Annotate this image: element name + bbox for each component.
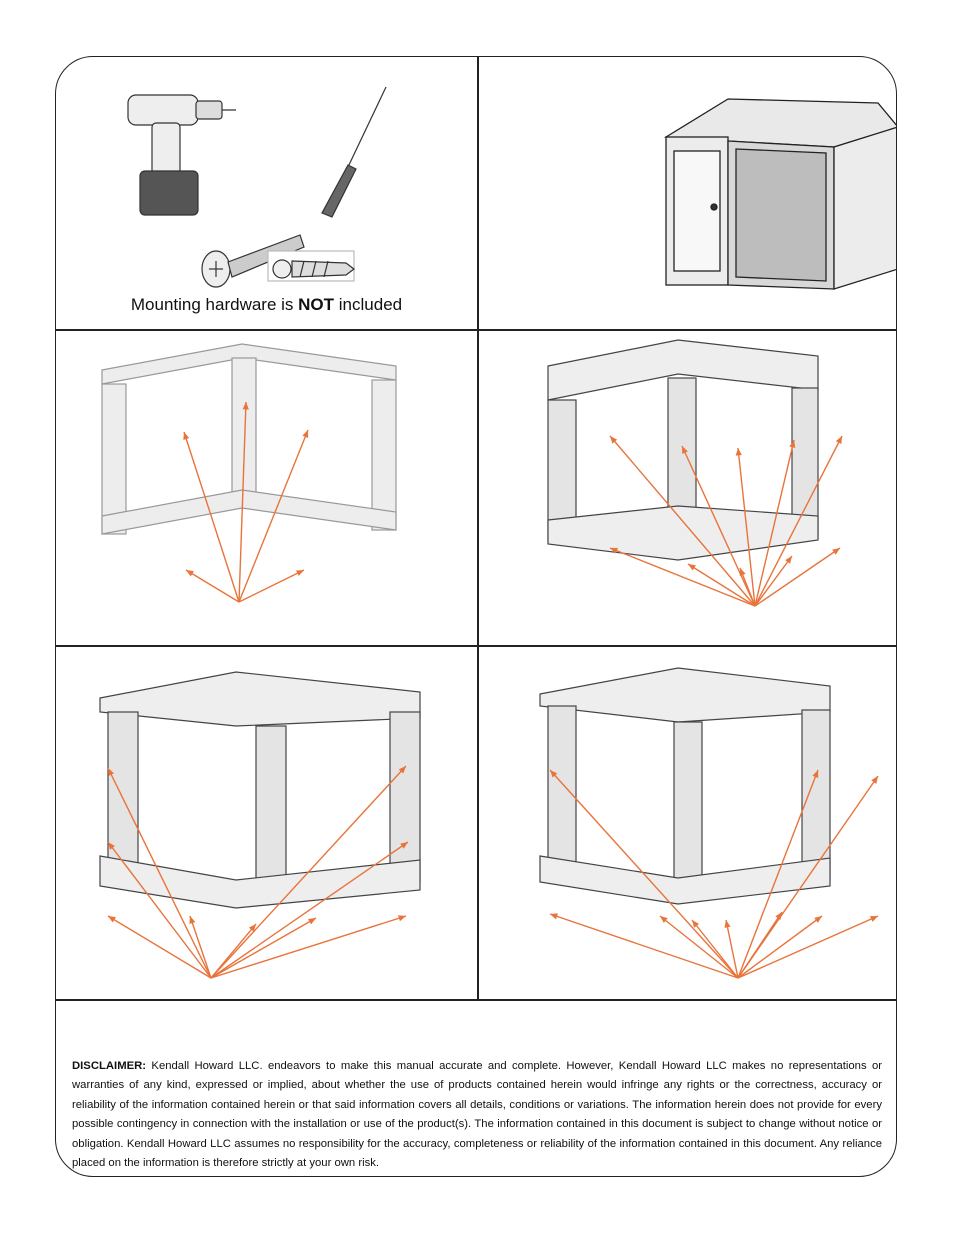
pointer-arrowhead [550, 770, 558, 778]
panel-frame-parts [56, 330, 477, 645]
disclaimer-text: DISCLAIMER: Kendall Howard LLC. endeavor… [72, 1060, 882, 1170]
panel-assembly-left [56, 646, 477, 999]
pointer-arrow [737, 769, 819, 979]
pointer-arrow [609, 435, 756, 607]
pointer-arrow [549, 913, 739, 979]
pointer-arrow [183, 431, 240, 603]
pointer-arrow [659, 915, 739, 979]
pointer-arrowhead [692, 920, 700, 928]
pointer-arrow [609, 547, 756, 607]
assembly-step2-illustration [99, 671, 421, 979]
pointer-arrowhead [682, 446, 688, 454]
page-frame: Mounting hardware is NOT included [55, 56, 897, 1177]
pointer-arrow [107, 915, 212, 979]
pointer-arrowhead [186, 570, 194, 577]
pointer-arrowhead [610, 547, 618, 554]
hardware-caption: Mounting hardware is NOT included [130, 295, 403, 314]
pointer-arrow [107, 841, 212, 979]
pointer-arrowhead [871, 776, 878, 784]
wall-anchor-icon [267, 250, 355, 282]
pointer-arrowhead [814, 916, 822, 923]
pointer-arrow [754, 439, 795, 607]
pointer-arrowhead [108, 842, 115, 850]
pointer-arrowhead [688, 564, 696, 571]
pointer-arrow [185, 569, 240, 603]
pointer-arrow [754, 555, 793, 607]
pointer-arrow [238, 429, 309, 603]
pointer-arrow [725, 919, 739, 979]
pointer-arrow [754, 547, 841, 607]
pointer-arrow [737, 447, 756, 607]
pointer-arrow [238, 401, 247, 603]
pointer-arrowhead [400, 842, 408, 849]
drill-icon [127, 94, 236, 216]
pointer-arrowhead [550, 913, 558, 920]
pointer-arrowhead [835, 436, 842, 444]
pointer-arrowhead [108, 768, 115, 776]
frame-parts-illustration [101, 343, 397, 603]
pointer-arrow [549, 769, 739, 979]
panel-assembly-top [478, 330, 896, 645]
pointer-arrow [687, 563, 756, 607]
pointer-arrow [754, 435, 843, 607]
pointer-arrowhead [832, 548, 840, 555]
pointer-arrow [210, 841, 409, 979]
divider-row3 [56, 999, 896, 1001]
pointer-arrow [737, 915, 823, 979]
pointer-arrowhead [785, 556, 792, 564]
divider-vertical [477, 57, 479, 1000]
pointer-arrow [210, 923, 257, 979]
panel-cabinet [478, 57, 896, 329]
pointer-arrowhead [735, 448, 742, 456]
tools-illustration [127, 86, 387, 288]
pointer-arrow [737, 775, 879, 979]
panel-tools: Mounting hardware is NOT included [56, 57, 477, 329]
assembly-step1-illustration [547, 339, 843, 607]
pointer-arrowhead [398, 766, 406, 774]
assembly-step3-illustration [539, 667, 879, 979]
pointer-arrowhead [296, 570, 304, 577]
pointer-arrow [189, 915, 212, 979]
divider-row2 [56, 645, 896, 647]
pointer-arrowhead [660, 916, 668, 924]
pointer-arrow [681, 445, 756, 607]
pointer-arrowhead [189, 916, 196, 924]
pointer-arrowhead [248, 924, 256, 932]
pointer-arrowhead [308, 918, 316, 925]
panel-assembly-right [478, 646, 896, 999]
pointer-arrowhead [183, 432, 190, 440]
pointer-arrowhead [724, 920, 731, 928]
pointer-arrow [210, 765, 407, 979]
pointer-arrowhead [398, 915, 406, 922]
pointer-arrowhead [108, 916, 116, 923]
pointer-arrow [238, 569, 305, 603]
pointer-arrowhead [610, 436, 618, 444]
pointer-arrow [691, 919, 739, 979]
divider-row1 [56, 329, 896, 331]
cabinet-illustration [663, 98, 896, 290]
pointer-arrowhead [812, 770, 819, 778]
pointer-arrow [210, 917, 317, 979]
pointer-arrow [737, 915, 879, 979]
screwdriver-icon [321, 86, 387, 218]
screw-icon [201, 234, 305, 288]
pointer-arrow [210, 915, 407, 979]
pointer-arrowhead [789, 440, 796, 448]
pointer-arrowhead [242, 402, 249, 410]
pointer-arrowhead [870, 916, 878, 922]
pointer-arrowhead [739, 568, 746, 576]
pointer-arrowhead [302, 430, 309, 438]
pointer-arrow [107, 767, 212, 979]
